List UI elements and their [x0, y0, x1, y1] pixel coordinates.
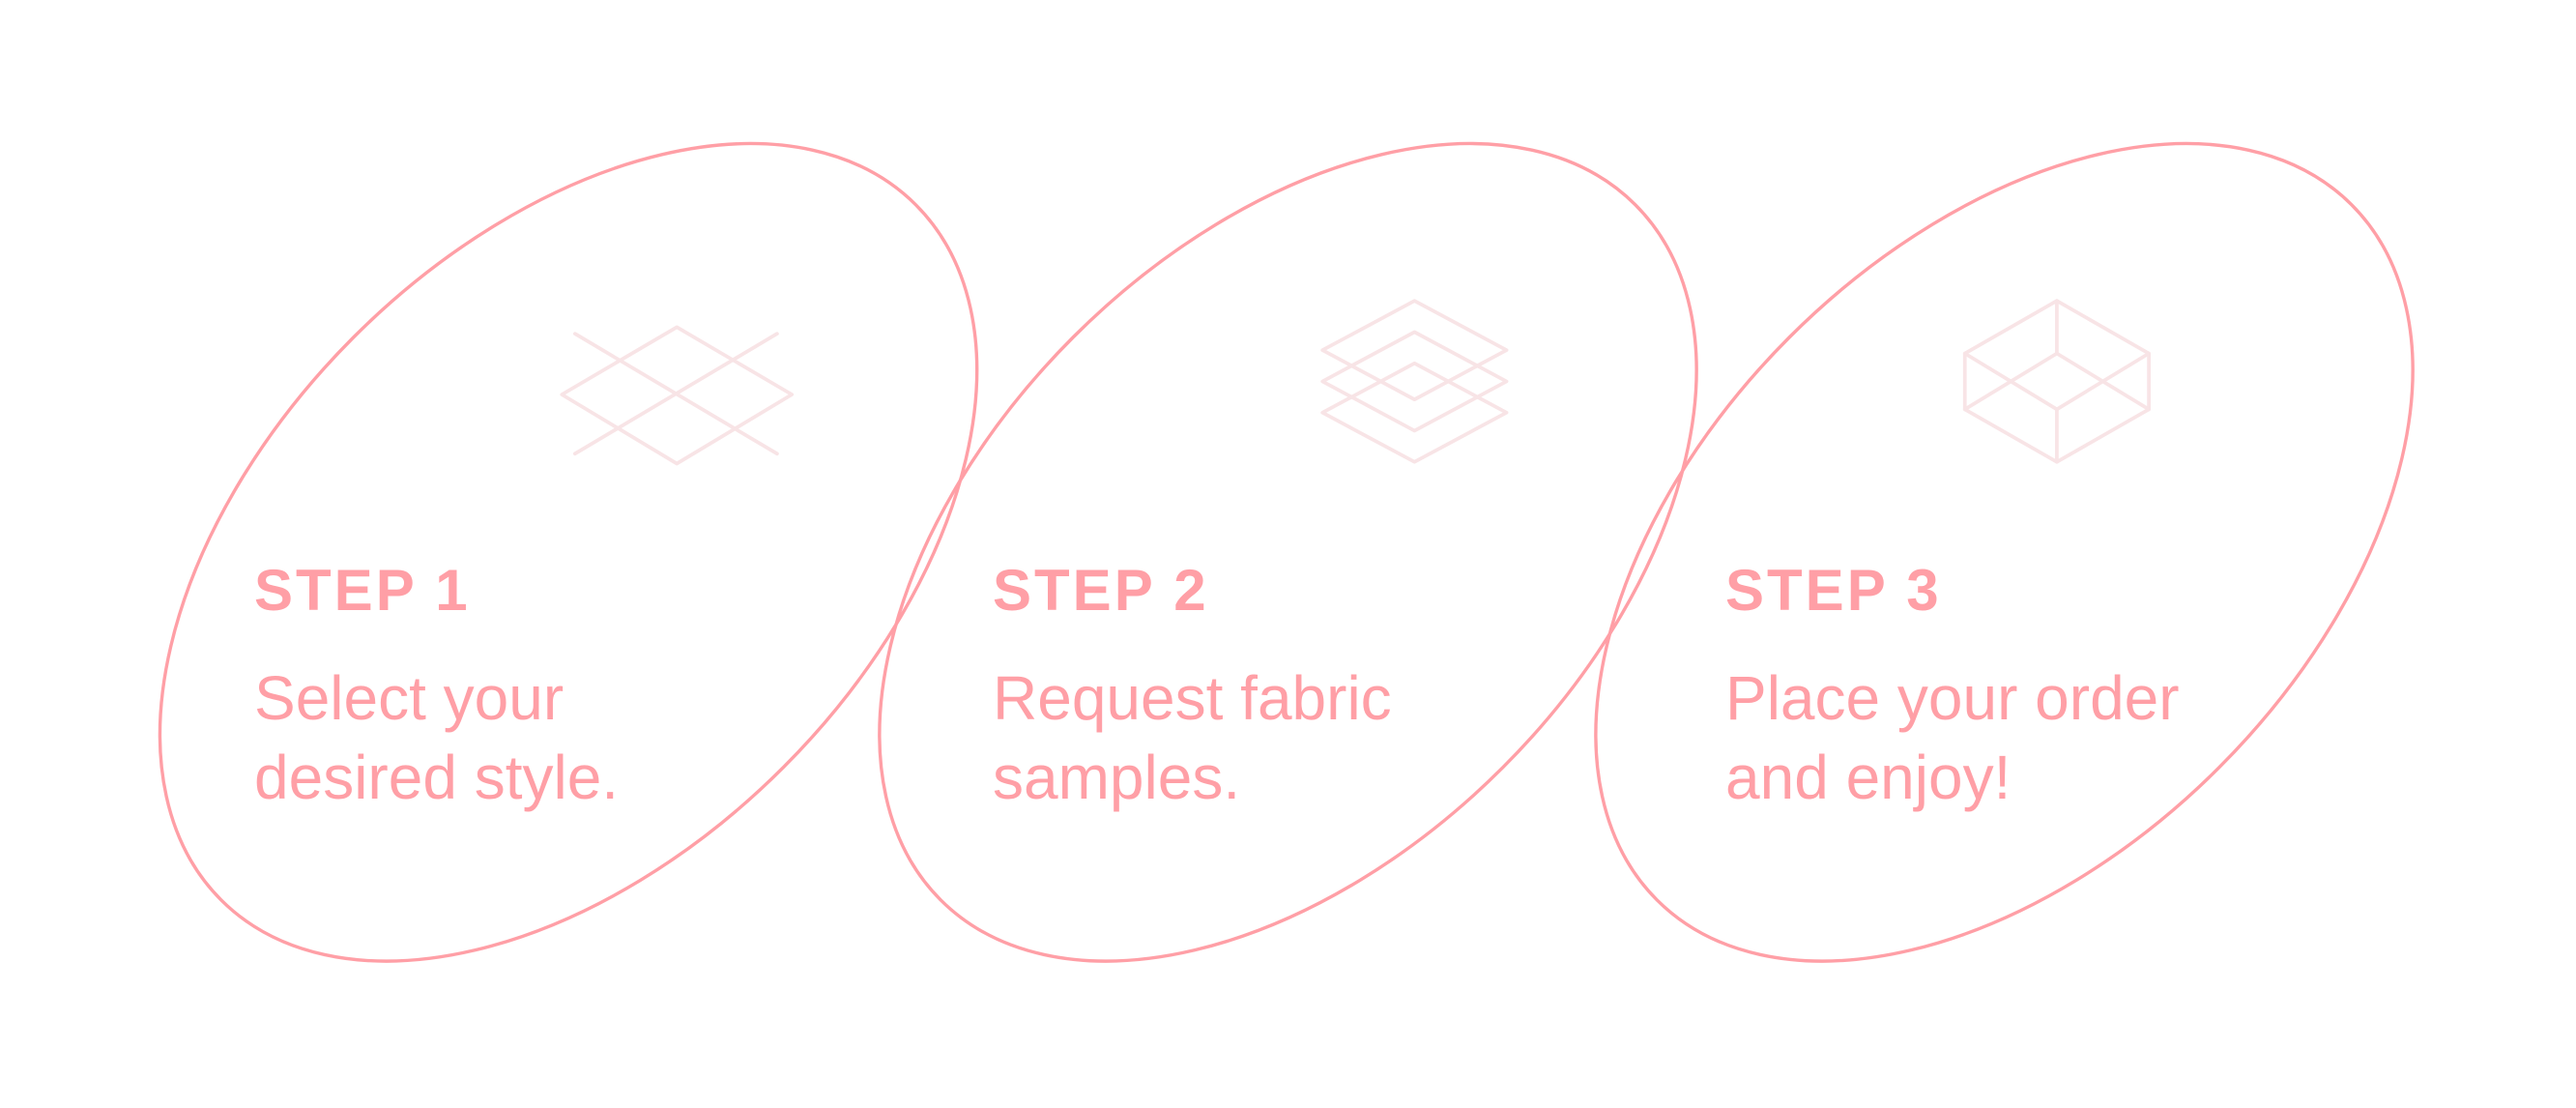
step-2-ring	[878, 141, 1698, 963]
stacked-layers-icon	[1320, 299, 1509, 464]
step-title: STEP 2	[993, 558, 1209, 623]
step-1: STEP 1 Select your desired style.	[254, 562, 796, 817]
step-title: STEP 3	[1725, 558, 1942, 623]
step-description: Request fabric samples.	[993, 658, 1534, 817]
step-1-ring	[158, 141, 979, 963]
step-description-line: Select your	[254, 663, 564, 733]
step-description-line: samples.	[993, 743, 1241, 812]
step-title: STEP 1	[254, 558, 471, 623]
step-description-line: and enjoy!	[1725, 743, 2012, 812]
step-3-ring	[1594, 141, 2415, 963]
step-description-line: desired style.	[254, 743, 620, 812]
step-3: STEP 3 Place your order and enjoy!	[1725, 562, 2267, 817]
box-cube-icon	[1962, 299, 2151, 464]
step-description-line: Request fabric	[993, 663, 1392, 733]
fabric-crosshatch-icon	[560, 325, 795, 466]
step-description-line: Place your order	[1725, 663, 2180, 733]
step-description: Select your desired style.	[254, 658, 796, 817]
step-description: Place your order and enjoy!	[1725, 658, 2267, 817]
step-2: STEP 2 Request fabric samples.	[993, 562, 1534, 817]
